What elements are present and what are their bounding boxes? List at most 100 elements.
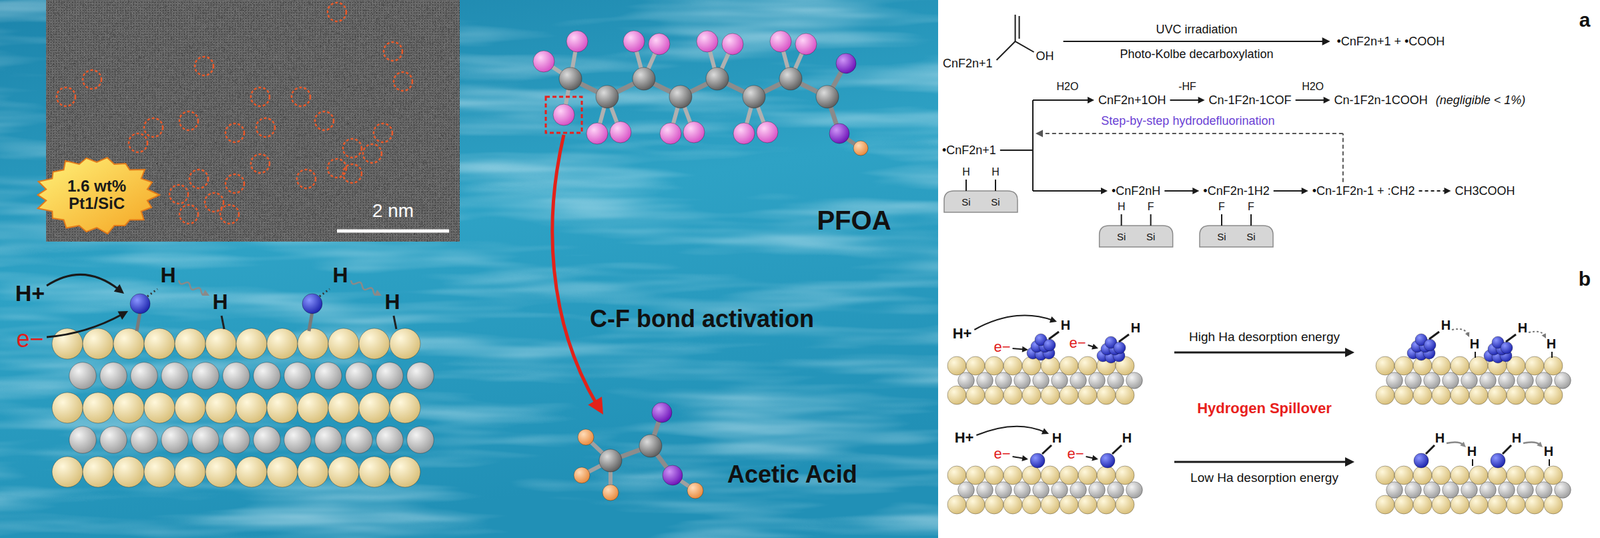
condition: UVC irradiation <box>1156 22 1238 37</box>
fluorine-atom <box>609 121 632 143</box>
oxygen-atom <box>662 465 683 486</box>
slab-atom <box>1115 465 1135 485</box>
slab-atom <box>984 465 1004 485</box>
surface-atom: Si <box>1116 230 1126 243</box>
slab-atom <box>82 392 114 424</box>
slab-atom <box>1022 465 1041 485</box>
arrow-head <box>114 284 125 294</box>
fluorine-atom <box>696 30 718 53</box>
fluorine-atom <box>566 30 588 53</box>
slab-atom <box>1413 385 1432 405</box>
slab-atom <box>174 456 206 488</box>
skeletal-bond <box>1014 14 1017 42</box>
slab-atom <box>222 362 250 389</box>
slab-atom <box>1431 356 1451 375</box>
fluorine-atom <box>683 121 705 143</box>
hydrogen-label: H <box>1543 443 1554 460</box>
species: OH <box>1036 49 1055 64</box>
arrow-head <box>1345 457 1355 467</box>
hydrogen-atom <box>853 140 869 156</box>
highlight-box <box>545 96 582 133</box>
surface-atom: H <box>962 166 971 179</box>
slab-atom <box>144 392 175 424</box>
single-atom-marker <box>373 123 393 143</box>
condition: High Ha desorption energy <box>1188 329 1340 345</box>
arrow-head <box>1323 96 1331 104</box>
hydrogen-label: H <box>1441 317 1451 333</box>
slab-atom <box>1469 465 1488 485</box>
arrow-head <box>1459 441 1466 448</box>
proton-label: H+ <box>952 324 973 342</box>
pt-single-atom <box>1100 453 1115 468</box>
slab-atom <box>1525 385 1544 405</box>
arrow-head <box>1198 96 1206 104</box>
carbon-atom <box>559 67 582 91</box>
fluorine-atom <box>533 50 555 73</box>
condition: Low Ha desorption energy <box>1190 470 1339 486</box>
slab-atom <box>947 495 967 514</box>
slab-atom <box>82 328 114 359</box>
surface-atom: Si <box>1246 230 1256 243</box>
note: (negligible < 1%) <box>1435 93 1526 108</box>
fluorine-atom <box>721 33 744 55</box>
carbon-atom <box>705 67 729 91</box>
slab-atom <box>100 426 127 454</box>
surface-h-bond <box>1551 351 1553 358</box>
single-atom-marker <box>393 72 413 91</box>
slab-atom <box>345 426 373 454</box>
slab-atom <box>966 385 985 405</box>
slab-atom <box>984 385 1004 405</box>
slab-atom <box>174 328 206 359</box>
slab-atom <box>407 426 434 454</box>
spillover-arrow <box>350 280 375 295</box>
species: •CnF2n+1 <box>942 143 997 158</box>
surface-bond <box>1120 214 1123 226</box>
slab-atom <box>1040 465 1060 485</box>
hydrogen-label: H <box>1511 430 1522 446</box>
arrow-head <box>1322 37 1331 46</box>
slab-atom <box>1059 385 1079 405</box>
molecule-name: PFOA <box>816 204 891 236</box>
single-atom-marker <box>362 144 382 163</box>
slab-atom <box>297 392 329 424</box>
single-atom-marker <box>342 164 362 183</box>
surface-atom: Si <box>961 196 971 208</box>
single-atom-marker <box>314 111 334 131</box>
hydrogen-label: H <box>212 289 228 315</box>
pt-single-atom <box>302 293 323 314</box>
single-atom-marker <box>327 2 347 22</box>
single-atom-marker <box>296 169 316 189</box>
single-atom-marker <box>194 56 214 76</box>
arrow-head <box>1465 331 1470 337</box>
arrow-line <box>1040 132 1344 135</box>
curved-arrow <box>976 426 1045 436</box>
slab-atom <box>328 392 359 424</box>
hydrogen-label: H <box>1517 320 1528 336</box>
slab-atom <box>1487 385 1507 405</box>
slab-atom <box>1469 385 1488 405</box>
fluorine-atom <box>623 30 645 53</box>
slab-atom <box>130 426 158 454</box>
ocean-background <box>0 0 939 538</box>
stem-image: 2 nm1.6 wt% Pt1/SiC <box>46 0 460 242</box>
h-bond <box>1425 445 1435 454</box>
slab-atom <box>1431 495 1451 514</box>
carbon-atom <box>632 67 656 91</box>
hydrogen-atom <box>687 482 704 499</box>
slab-atom <box>1394 356 1414 375</box>
activation-arrow <box>552 134 598 406</box>
slab-atom <box>1543 465 1563 485</box>
ocean-waves <box>0 0 939 538</box>
proton-label: H+ <box>954 429 975 446</box>
carbon-atom <box>779 67 803 91</box>
slab-atom <box>1525 356 1544 375</box>
hydrogen-label: H <box>1467 443 1477 460</box>
slab-atom <box>1487 495 1507 514</box>
species: CH3COOH <box>1455 184 1516 199</box>
single-atom-marker <box>179 111 199 131</box>
electron-label: e− <box>993 445 1011 462</box>
adsorption-bond <box>147 288 158 297</box>
single-atom-marker <box>291 87 311 107</box>
surface-bond <box>994 179 997 191</box>
slab-atom <box>389 456 421 488</box>
